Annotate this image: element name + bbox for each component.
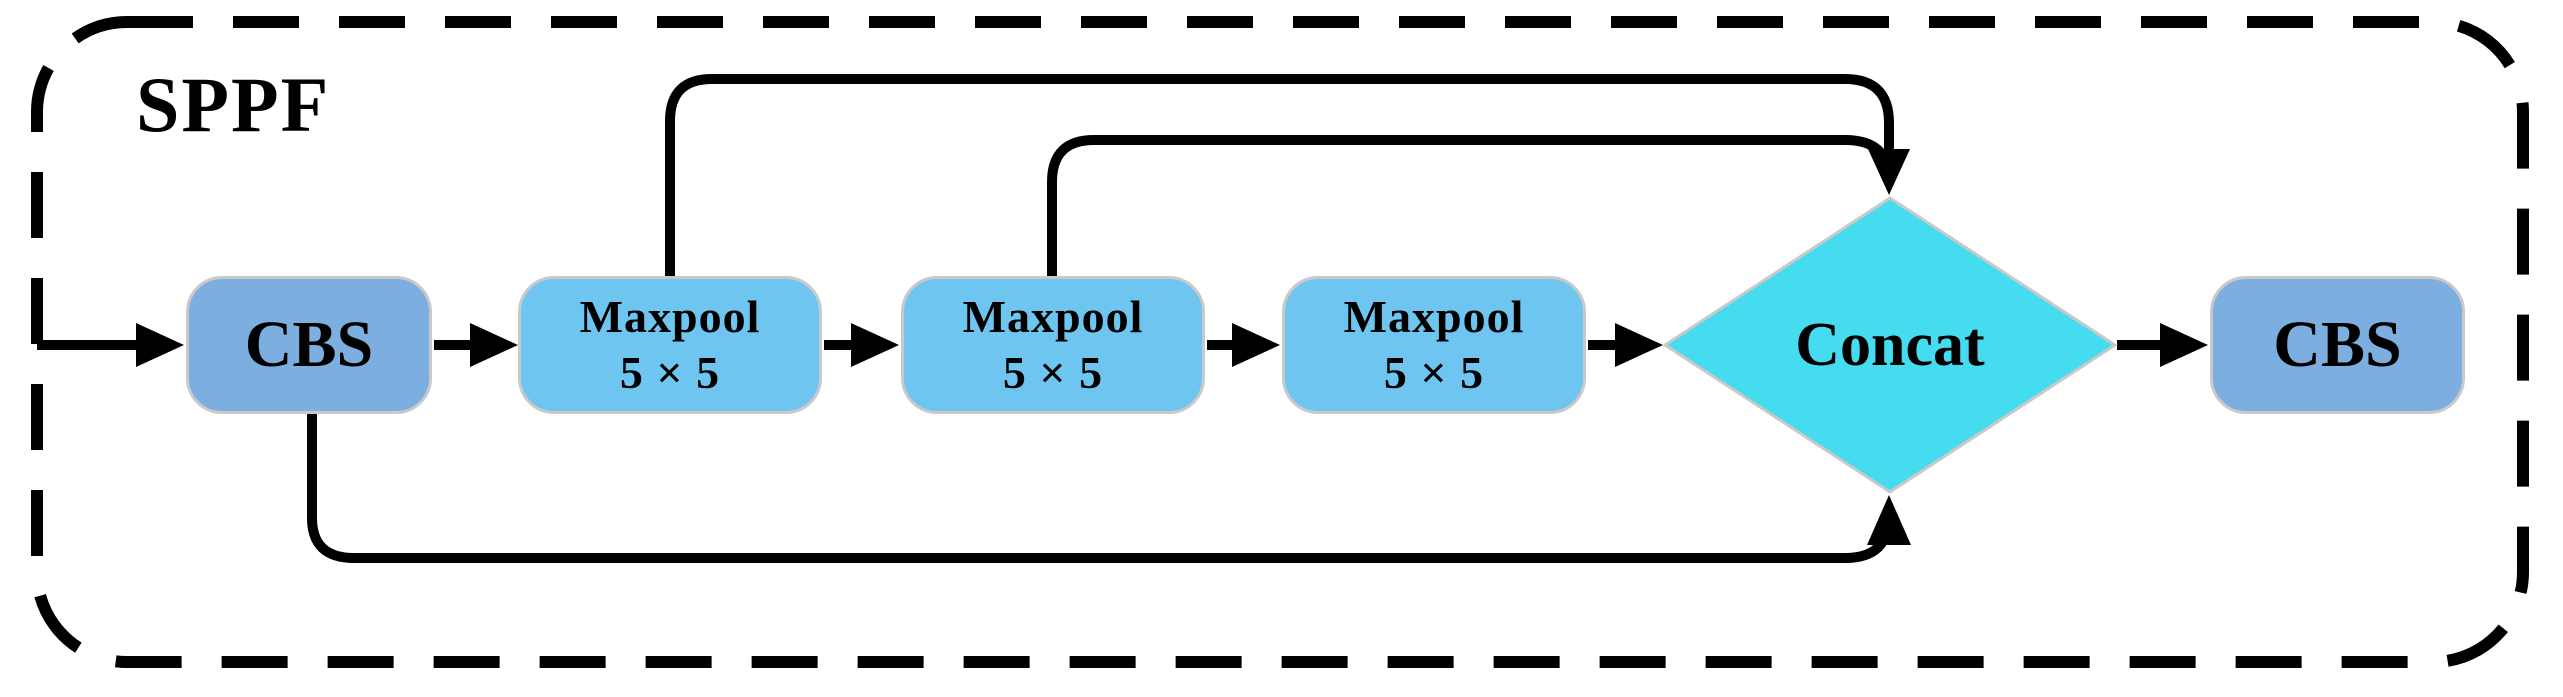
node-maxpool-1-label: Maxpool: [579, 290, 761, 342]
node-cbs-input: CBS: [186, 276, 432, 414]
skip-top-outer-maxpool1-to-concat: [665, 74, 1894, 280]
arrowhead-input-to-cbs: [136, 323, 184, 367]
arrowhead-maxpool2-to-maxpool3: [1232, 323, 1280, 367]
node-cbs-output-label: CBS: [2273, 308, 2402, 381]
node-cbs-input-label: CBS: [244, 308, 374, 381]
arrowhead-cbs-to-maxpool1: [470, 323, 518, 367]
arrowhead-maxpool1-to-maxpool2: [851, 323, 899, 367]
arrowhead-skips-to-concat-top: [1868, 149, 1910, 195]
node-maxpool-2-kernel: 5 × 5: [1002, 347, 1104, 398]
node-maxpool-2-label: Maxpool: [962, 290, 1144, 342]
node-cbs-output: CBS: [2210, 276, 2465, 414]
node-concat: Concat: [1665, 197, 2115, 493]
node-maxpool-2: Maxpool 5 × 5: [901, 276, 1205, 414]
node-maxpool-3-kernel: 5 × 5: [1383, 347, 1485, 398]
node-concat-label: Concat: [1795, 310, 1985, 379]
arrowhead-maxpool3-to-concat: [1615, 323, 1663, 367]
sppf-title: SPPF: [136, 61, 331, 148]
node-maxpool-1: Maxpool 5 × 5: [518, 276, 822, 414]
arrowhead-concat-to-cbs-out: [2160, 323, 2208, 367]
node-maxpool-1-kernel: 5 × 5: [619, 347, 721, 398]
node-maxpool-3-label: Maxpool: [1343, 290, 1525, 342]
skip-bottom-cbs-to-concat: [307, 414, 1894, 563]
arrowhead-skip-to-concat-bottom: [1867, 495, 1911, 545]
concat-node-shape: [1662, 196, 2118, 494]
node-maxpool-3: Maxpool 5 × 5: [1282, 276, 1586, 414]
